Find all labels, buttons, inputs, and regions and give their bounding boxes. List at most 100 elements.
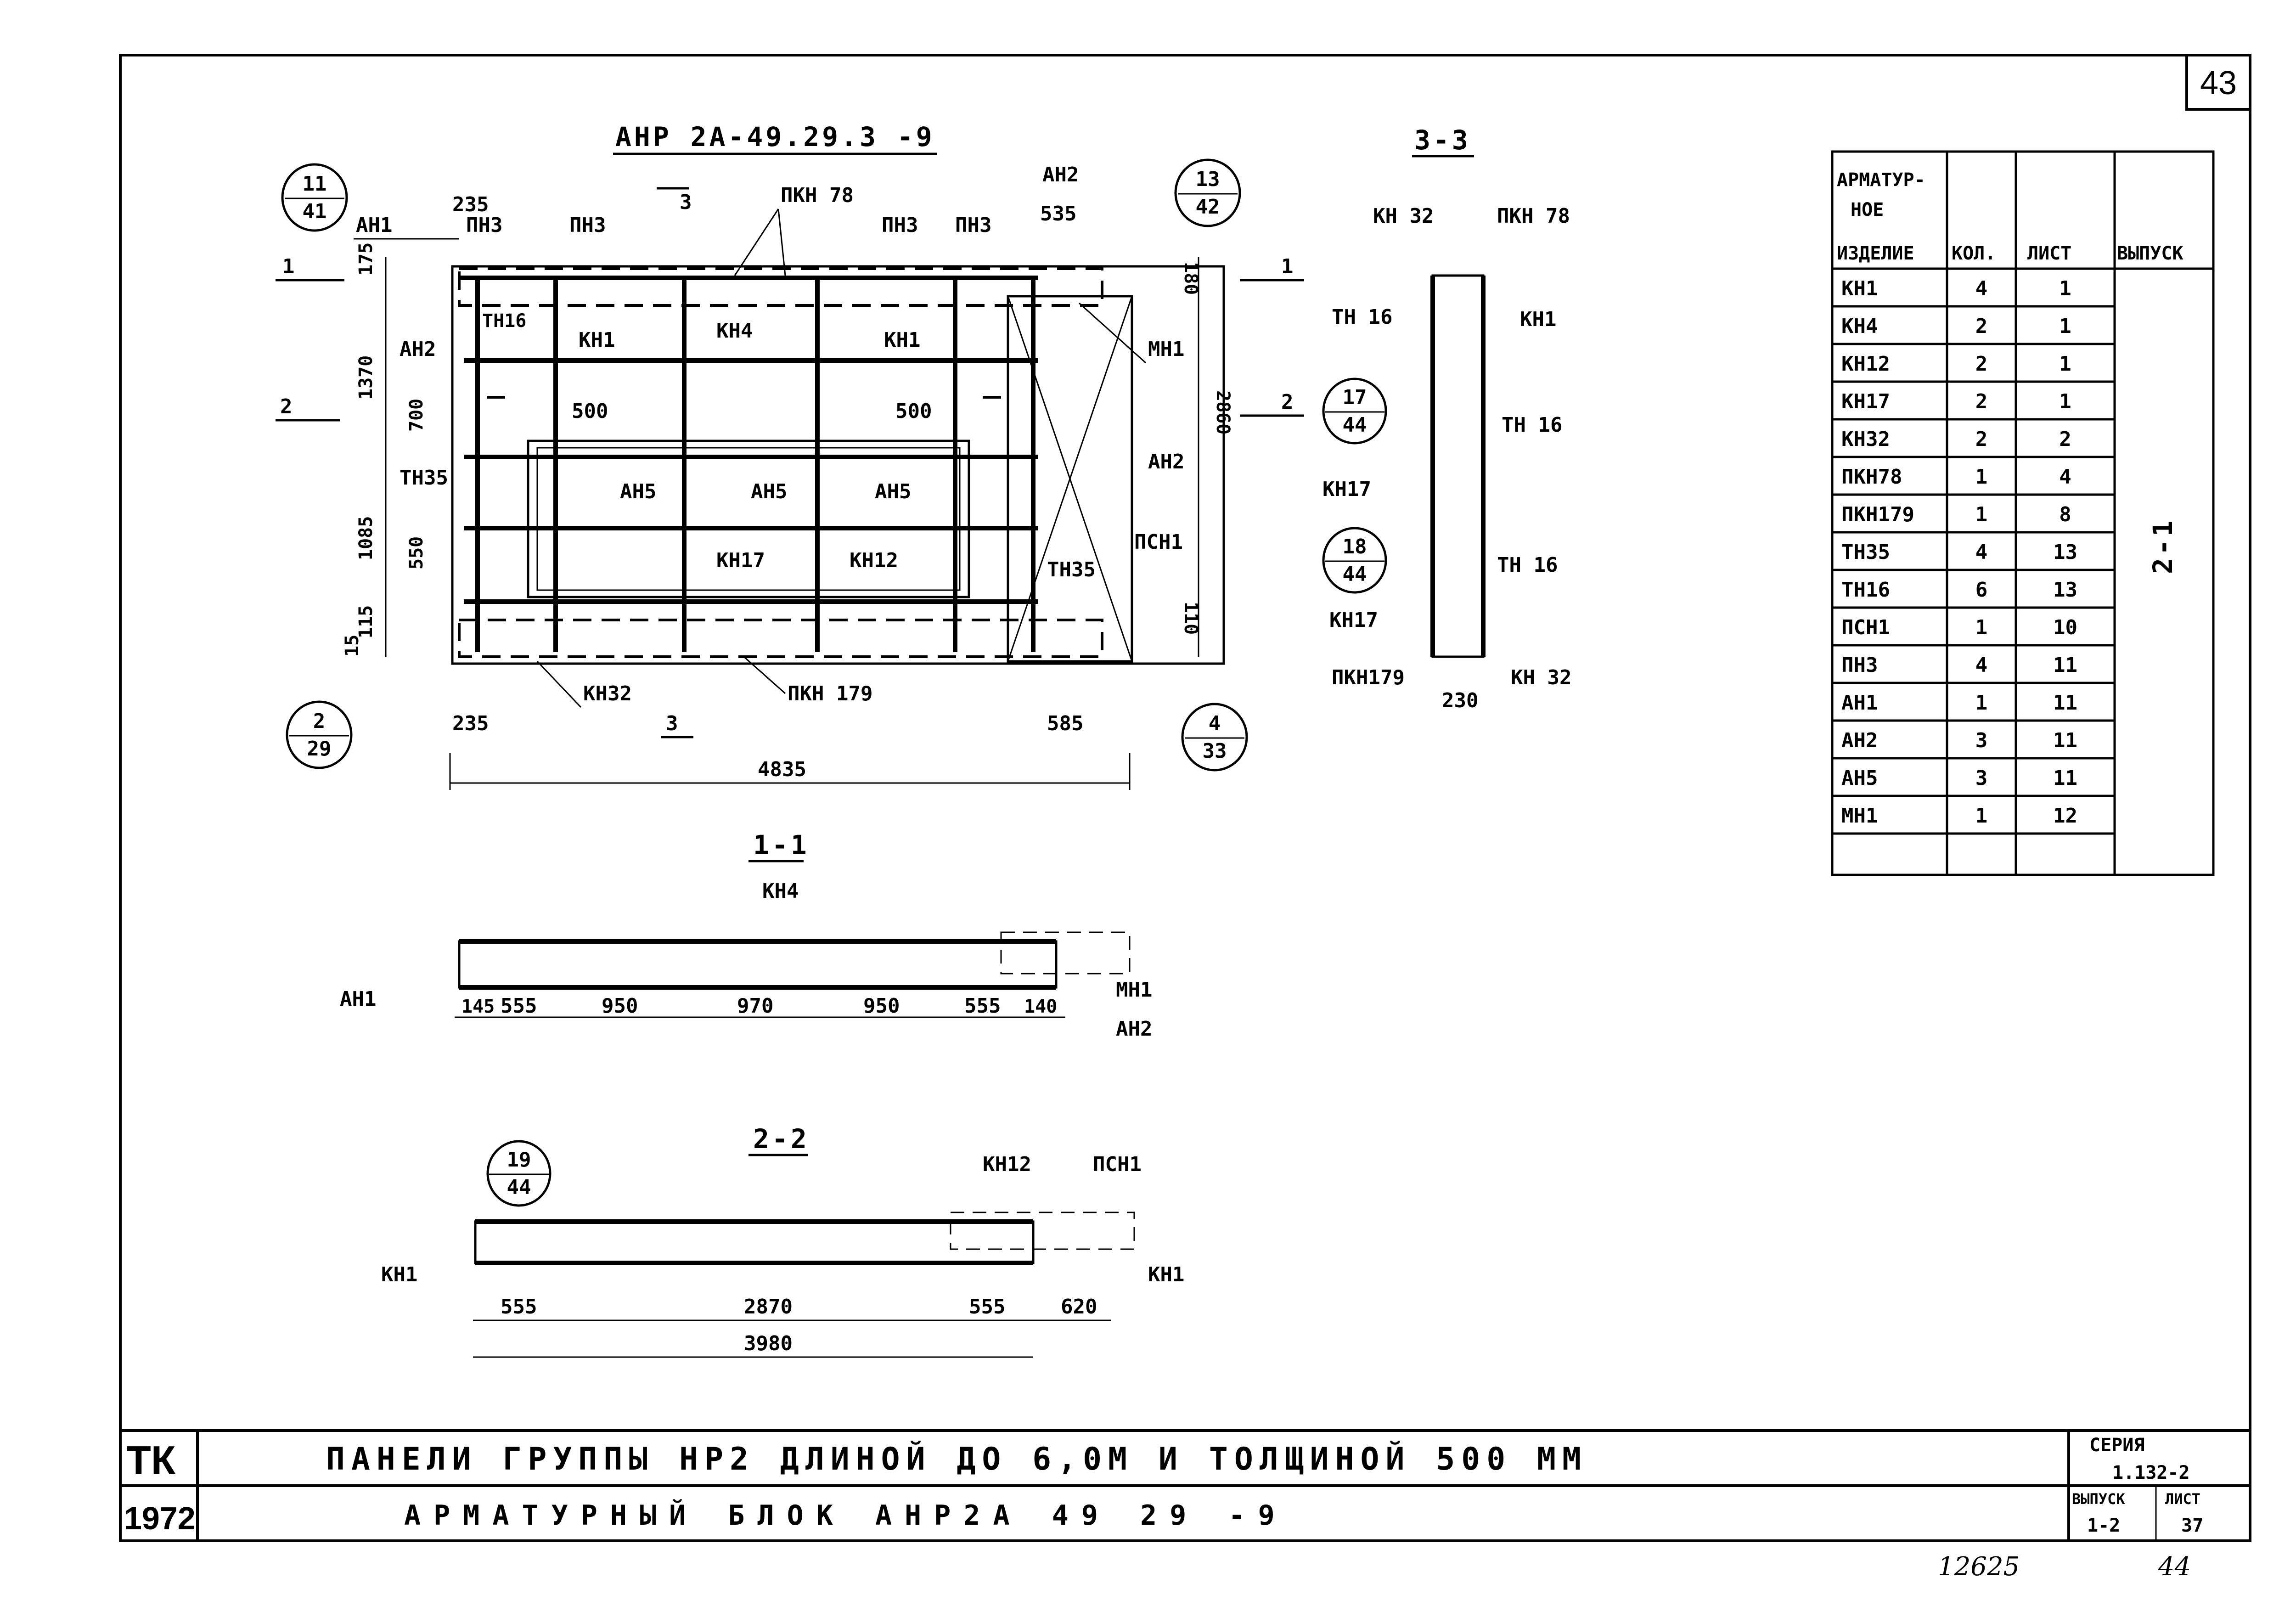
title-block-series-value: 1.132-2 [2112, 1462, 2190, 1483]
svg-text:19: 19 [507, 1148, 531, 1172]
dim-700: 700 [406, 399, 427, 432]
label-pkn78: ПКН 78 [781, 184, 854, 207]
spec-header-item-3: ИЗДЕЛИЕ [1837, 243, 1914, 264]
s22-dim-0: 555 [501, 1295, 537, 1319]
section-mark-3-bottom: 3 [666, 712, 678, 735]
s22-dim-2: 555 [969, 1295, 1005, 1319]
s22-dim-1: 2870 [744, 1295, 793, 1319]
section-mark-3-top: 3 [680, 191, 692, 214]
detail-bubble-18-44: 18 44 [1322, 527, 1387, 594]
section-mark-1-right: 1 [1281, 255, 1294, 278]
spec-cell-qty: 4 [1975, 654, 1988, 677]
dim-4835: 4835 [758, 758, 806, 781]
label-pn3-b: ПН3 [569, 214, 606, 237]
dim-535: 535 [1040, 202, 1076, 225]
title-block-issue-label: ВЫПУСК [2072, 1490, 2125, 1508]
label-psn1: ПСН1 [1134, 530, 1183, 554]
sheet-number-box: 43 [2185, 54, 2251, 111]
spec-cell-sheet: 11 [2053, 654, 2077, 677]
label-an2-left: АН2 [400, 338, 436, 361]
label-pn3-c: ПН3 [882, 214, 918, 237]
spec-cell-item: ПСН1 [1841, 616, 1890, 639]
detail-bubble-13-42: 13 42 [1174, 158, 1241, 227]
spec-cell-sheet: 13 [2053, 541, 2077, 564]
svg-text:42: 42 [1196, 195, 1220, 219]
svg-text:44: 44 [507, 1176, 531, 1199]
detail-bubble-17-44: 17 44 [1322, 378, 1387, 445]
spec-cell-sheet: 1 [2059, 277, 2071, 300]
spec-cell-sheet: 2 [2059, 428, 2071, 451]
footer-inventory: 12625 [1938, 1552, 2020, 1582]
spec-cell-item: ПКН179 [1841, 503, 1914, 526]
spec-cell-item: КН12 [1841, 352, 1890, 376]
section-1-1: 1-1 КН4 АН1 МН1 АН2 145 555 950 970 950 … [340, 829, 1152, 1041]
svg-text:13: 13 [1196, 168, 1220, 191]
label-pkn179: ПКН 179 [788, 682, 872, 705]
s22-label-psn1: ПСН1 [1093, 1153, 1142, 1176]
main-elevation: АНР 2А-49.29.3 -9 АН1 ПН3 ПН3 [276, 121, 1304, 790]
detail-bubble-11-41: 11 41 [281, 163, 348, 232]
s22-dim-3: 620 [1061, 1295, 1097, 1319]
s11-dim-0: 145 [461, 996, 495, 1017]
spec-cell-sheet: 4 [2059, 465, 2071, 489]
dim-115: 115 [355, 605, 377, 638]
label-an5-b: АН5 [751, 480, 787, 503]
section-mark-2-right: 2 [1281, 390, 1294, 414]
svg-text:44: 44 [1343, 563, 1367, 586]
label-kn1-a: КН1 [579, 328, 615, 352]
spec-header-item-2: НОЕ [1851, 199, 1884, 220]
s22-label-kn1-left: КН1 [381, 1263, 417, 1286]
s33-label-tn16-a: ТН 16 [1332, 305, 1392, 329]
spec-cell-qty: 6 [1975, 578, 1988, 602]
dim-1085: 1085 [355, 516, 377, 560]
section-3-3-title: 3-3 [1414, 124, 1471, 156]
main-view-title: АНР 2А-49.29.3 -9 [615, 121, 935, 152]
s33-label-tn16-b: ТН 16 [1502, 413, 1562, 437]
label-an1: АН1 [356, 214, 392, 237]
label-kn12: КН12 [850, 549, 898, 572]
detail-bubble-19-44: 19 44 [486, 1140, 551, 1207]
spec-header-sheet: ЛИСТ [2027, 243, 2071, 264]
s11-label-an2: АН2 [1116, 1017, 1152, 1041]
dim-500-right: 500 [895, 400, 932, 423]
s22-label-kn1-right: КН1 [1148, 1263, 1184, 1286]
spec-cell-qty: 2 [1975, 390, 1988, 413]
dim-585: 585 [1047, 712, 1083, 735]
title-block-series-label: СЕРИЯ [2089, 1435, 2144, 1456]
spec-cell-qty: 4 [1975, 277, 1988, 300]
spec-header-qty: КОЛ. [1952, 243, 1996, 264]
svg-text:17: 17 [1343, 386, 1367, 409]
title-block-sheet-label: ЛИСТ [2165, 1490, 2200, 1508]
spec-cell-sheet: 1 [2059, 390, 2071, 413]
label-pn3-d: ПН3 [955, 214, 991, 237]
dim-180: 180 [1180, 262, 1201, 295]
s11-dim-4: 950 [863, 994, 900, 1018]
dim-550: 550 [406, 536, 427, 569]
s22-label-kn12: КН12 [983, 1153, 1031, 1176]
spec-cell-sheet: 11 [2053, 766, 2077, 790]
s33-label-kn17-b: КН17 [1329, 609, 1378, 632]
svg-text:33: 33 [1203, 739, 1227, 763]
spec-cell-sheet: 11 [2053, 729, 2077, 752]
svg-text:44: 44 [1343, 413, 1367, 437]
s11-dim-5: 555 [964, 994, 1001, 1018]
dim-15: 15 [342, 635, 363, 657]
section-mark-1-left: 1 [282, 255, 295, 278]
spec-table: АРМАТУР- НОЕ ИЗДЕЛИЕ КОЛ. ЛИСТ ВЫПУСК 2-… [1831, 150, 2215, 876]
label-kn1-b: КН1 [884, 328, 920, 352]
sheet-number: 43 [2200, 65, 2237, 101]
spec-cell-item: АН1 [1841, 691, 1878, 715]
spec-cell-item: ПН3 [1841, 654, 1878, 677]
spec-cell-qty: 1 [1975, 691, 1988, 715]
s33-label-kn32-b: КН 32 [1511, 666, 1571, 689]
dim-110: 110 [1180, 602, 1201, 635]
s22-total: 3980 [744, 1332, 793, 1355]
spec-cell-sheet: 13 [2053, 578, 2077, 602]
label-kn32: КН32 [583, 682, 632, 705]
spec-cell-item: КН4 [1841, 315, 1878, 338]
label-tn35-left: ТН35 [400, 466, 448, 490]
s11-dim-2: 950 [602, 994, 638, 1018]
title-block-year: 1972 [124, 1500, 196, 1536]
spec-cell-sheet: 10 [2053, 616, 2077, 639]
